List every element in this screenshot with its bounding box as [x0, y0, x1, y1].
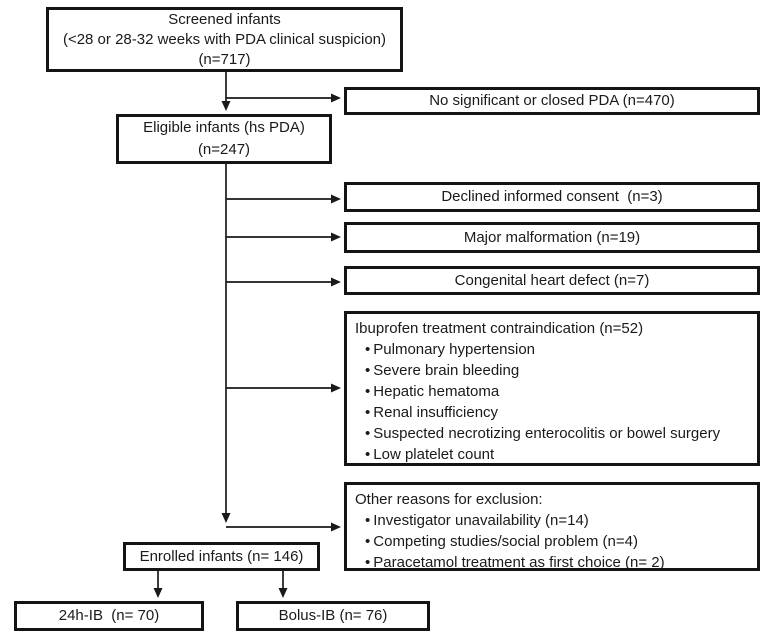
- ibuprofen-contraindication-title: Ibuprofen treatment contraindication (n=…: [355, 320, 644, 337]
- arm-24h-ib-box: 24h-IB (n= 70): [14, 601, 204, 631]
- list-item: Renal insufficiency: [365, 402, 720, 423]
- list-item: Suspected necrotizing enterocolitis or b…: [365, 423, 720, 444]
- major-malformation-box: Major malformation (n=19): [344, 222, 760, 253]
- other-reasons-title: Other reasons for exclusion:: [355, 491, 543, 508]
- list-item: Severe brain bleeding: [365, 360, 720, 381]
- screened-line1: Screened infants: [168, 10, 281, 28]
- eligible-infants-box: Eligible infants (hs PDA) (n=247): [116, 114, 332, 164]
- arm-bolus-ib-box: Bolus-IB (n= 76): [236, 601, 430, 631]
- ibuprofen-contraindication-box: Ibuprofen treatment contraindication (n=…: [344, 311, 760, 466]
- list-item: Hepatic hematoma: [365, 381, 720, 402]
- ibuprofen-contraindication-list: Pulmonary hypertension Severe brain blee…: [355, 339, 720, 465]
- screened-line2: (<28 or 28-32 weeks with PDA clinical su…: [62, 30, 387, 48]
- eligible-line1: Eligible infants (hs PDA): [143, 119, 305, 136]
- other-reasons-list: Investigator unavailability (n=14) Compe…: [355, 510, 665, 573]
- list-item: Pulmonary hypertension: [365, 339, 720, 360]
- eligible-line2: (n=247): [197, 141, 251, 158]
- screened-infants-box: Screened infants (<28 or 28-32 weeks wit…: [46, 7, 403, 72]
- enrolled-infants-box: Enrolled infants (n= 146): [123, 542, 320, 571]
- declined-consent-box: Declined informed consent (n=3): [344, 182, 760, 212]
- screened-line3: (n=717): [198, 50, 251, 68]
- no-significant-pda-label: No significant or closed PDA (n=470): [429, 92, 675, 109]
- other-reasons-box: Other reasons for exclusion: Investigato…: [344, 482, 760, 571]
- no-significant-pda-box: No significant or closed PDA (n=470): [344, 87, 760, 115]
- arm-bolus-ib-label: Bolus-IB (n= 76): [278, 607, 388, 624]
- declined-consent-label: Declined informed consent (n=3): [441, 188, 663, 205]
- list-item: Paracetamol treatment as first choice (n…: [365, 552, 664, 573]
- enrolled-infants-label: Enrolled infants (n= 146): [139, 547, 304, 565]
- list-item: Competing studies/social problem (n=4): [365, 531, 665, 552]
- list-item: Investigator unavailability (n=14): [365, 510, 665, 531]
- congenital-heart-defect-box: Congenital heart defect (n=7): [344, 266, 760, 295]
- arm-24h-ib-label: 24h-IB (n= 70): [58, 607, 160, 624]
- list-item: Low platelet count: [365, 444, 720, 465]
- congenital-heart-defect-label: Congenital heart defect (n=7): [454, 271, 650, 289]
- major-malformation-label: Major malformation (n=19): [463, 228, 641, 246]
